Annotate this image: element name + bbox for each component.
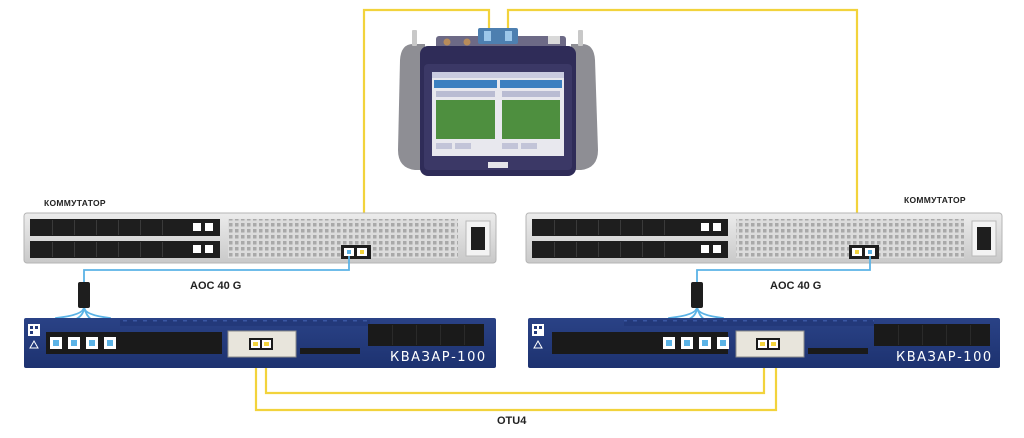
otu4-port-right — [735, 330, 805, 358]
test-instrument — [398, 28, 598, 176]
otu4-port-left — [227, 330, 297, 358]
aoc-breakout-right — [691, 282, 703, 308]
kvazar-device-right: КВАЗАР-100 — [528, 318, 1000, 368]
switch-left-port — [341, 245, 371, 259]
switch-right-port — [849, 245, 879, 259]
fiber-tester-to-right-switch — [506, 8, 859, 254]
switch-right-label: КОММУТАТОР — [904, 195, 966, 205]
device-right-brand: КВАЗАР-100 — [896, 350, 993, 365]
device-left-brand: КВАЗАР-100 — [390, 350, 487, 365]
switch-left — [23, 212, 497, 264]
otu4-label: OTU4 — [497, 415, 527, 427]
tester-screen — [432, 72, 564, 156]
fiber-tester-to-left-switch — [362, 8, 491, 254]
aoc-left-label: AOC 40 G — [190, 280, 241, 292]
otu4-fiber-loop — [254, 352, 778, 412]
aoc-breakout-left — [78, 282, 90, 308]
switch-left-label: КОММУТАТОР — [44, 198, 106, 208]
aoc-cable-left — [55, 256, 350, 336]
aoc-right-label: AOC 40 G — [770, 280, 821, 292]
switch-right — [525, 212, 1003, 264]
kvazar-device-left: КВАЗАР-100 — [24, 318, 496, 368]
